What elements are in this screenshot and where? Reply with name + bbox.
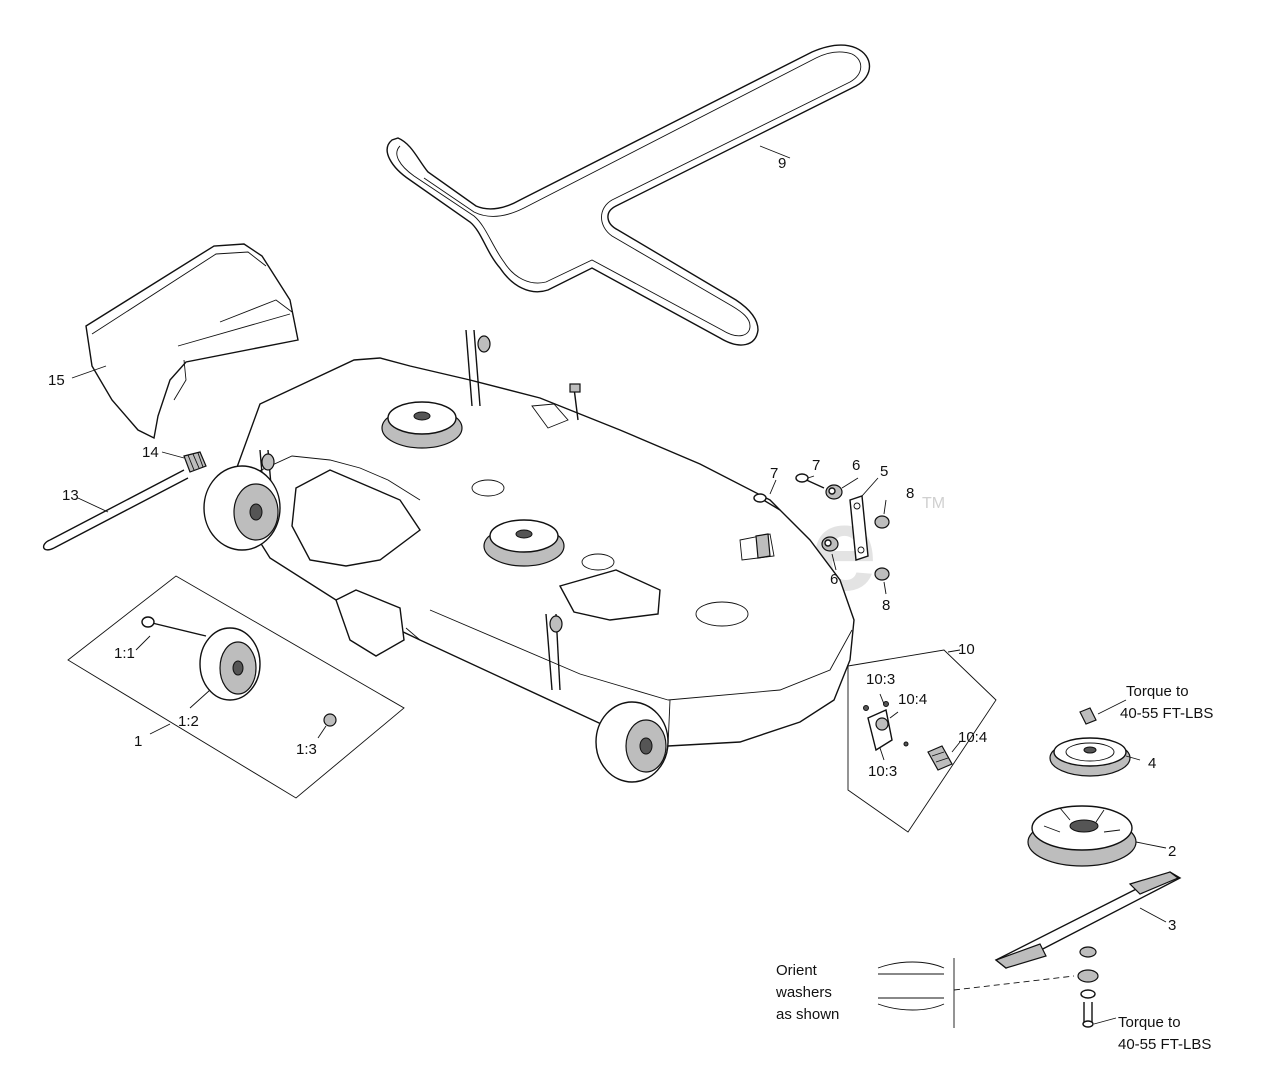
callout-13: 13 <box>62 487 79 504</box>
deck-idler-holes <box>471 479 749 627</box>
belt <box>386 44 871 346</box>
callout-15: 15 <box>48 372 65 389</box>
callout-8a: 8 <box>906 485 914 502</box>
svg-text:Torque to: Torque to <box>1118 1014 1181 1031</box>
spindle-housing-2 <box>1027 805 1137 867</box>
nut-8b <box>874 567 890 581</box>
spindle-nut-top <box>1079 707 1097 725</box>
callout-1-2: 1:2 <box>178 713 199 730</box>
deck-gauge-wheel-front <box>595 701 669 783</box>
spacer-6a <box>825 484 843 500</box>
deck-spindle-left <box>381 401 463 449</box>
callout-10: 10 <box>958 641 975 658</box>
rod-spring <box>183 451 207 473</box>
callout-1: 1 <box>134 733 142 750</box>
svg-text:Orient: Orient <box>776 962 818 979</box>
svg-text:as shown: as shown <box>776 1006 839 1023</box>
spacer-6b <box>821 536 839 552</box>
callout-3: 3 <box>1168 917 1176 934</box>
bolt-7a <box>753 493 781 511</box>
callout-2: 2 <box>1168 843 1176 860</box>
callout-6b: 6 <box>830 571 838 588</box>
callout-6a: 6 <box>852 457 860 474</box>
washer-orientation-inset <box>877 958 1075 1028</box>
svg-text:40-55 FT-LBS: 40-55 FT-LBS <box>1120 705 1213 722</box>
deck-bracket-arm-front <box>545 613 563 691</box>
nut-8a <box>874 515 890 529</box>
spindle-pulley-4 <box>1049 737 1131 777</box>
deck-gauge-wheel-rear <box>203 465 281 551</box>
svg-text:washers: washers <box>775 984 832 1001</box>
deflector-rod <box>43 469 189 551</box>
callout-7a: 7 <box>770 465 778 482</box>
callout-10-3a: 10:3 <box>866 671 895 688</box>
svg-text:40-55 FT-LBS: 40-55 FT-LBS <box>1118 1036 1211 1053</box>
svg-text:Torque to: Torque to <box>1126 683 1189 700</box>
deck-bracket-arm-center <box>465 329 581 421</box>
callout-7b: 7 <box>812 457 820 474</box>
link-plate-5 <box>849 495 869 561</box>
leader-lines <box>71 145 1167 1025</box>
callout-4: 4 <box>1148 755 1156 772</box>
blade-washers <box>1077 946 1099 1028</box>
callout-5: 5 <box>880 463 888 480</box>
gauge-wheel-assembly-1 <box>67 575 405 799</box>
callout-10-4a: 10:4 <box>898 691 927 708</box>
callout-labels: 15 14 13 9 7 7 6 6 5 8 8 10 10:3 10:4 10… <box>48 155 1176 934</box>
callout-10-4b: 10:4 <box>958 729 987 746</box>
orient-washers-note: Orient washers as shown <box>775 962 839 1023</box>
callout-1-3: 1:3 <box>296 741 317 758</box>
deck-spindle-center <box>483 519 565 567</box>
callout-8b: 8 <box>882 597 890 614</box>
torque-note-top: Torque to 40-55 FT-LBS <box>1120 683 1213 722</box>
mower-blade-3 <box>994 871 1182 969</box>
callout-1-1: 1:1 <box>114 645 135 662</box>
callout-9: 9 <box>778 155 786 172</box>
discharge-deflector <box>85 243 299 440</box>
torque-note-bottom: Torque to 40-55 FT-LBS <box>1118 1014 1211 1053</box>
callout-14: 14 <box>142 444 159 461</box>
callout-10-3b: 10:3 <box>868 763 897 780</box>
bracket-assembly-10 <box>847 649 997 833</box>
watermark-trademark: TM <box>922 495 945 512</box>
